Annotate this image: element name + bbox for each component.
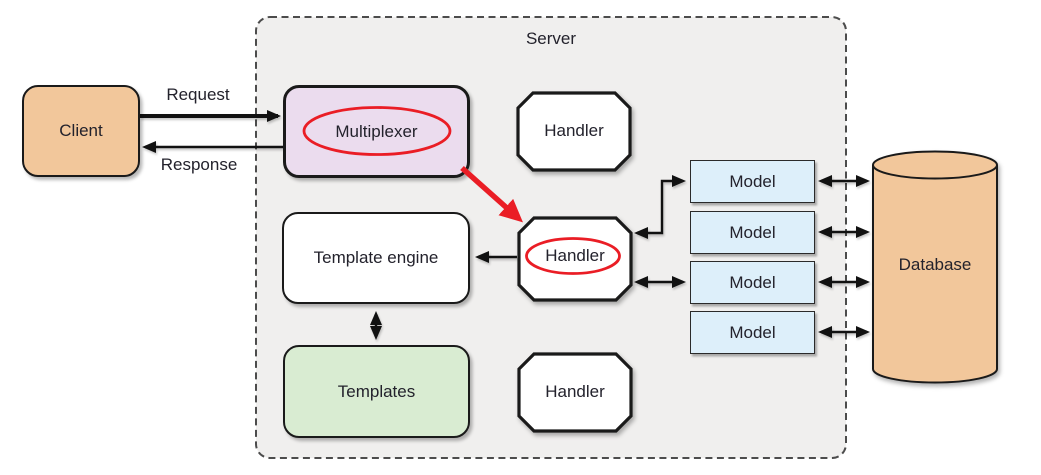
handler-bottom-shape (517, 352, 633, 433)
request-label: Request (166, 85, 230, 104)
handler-top-shape (516, 91, 632, 172)
client-node: Client (22, 85, 140, 177)
server-label: Server (525, 29, 577, 48)
multiplexer-node: Multiplexer (283, 85, 470, 178)
handler-bottom-label: Handler (545, 382, 605, 401)
model-node-3: Model (690, 261, 815, 304)
model-node-1: Model (690, 160, 815, 203)
database-cylinder-body (872, 165, 998, 384)
connector-arrows (140, 110, 870, 340)
database-label: Database (898, 255, 972, 274)
database-cylinder (872, 150, 998, 384)
response-label: Response (160, 155, 238, 174)
template-engine-node: Template engine (282, 212, 470, 304)
model-node-4: Model (690, 311, 815, 354)
handler-middle-label: Handler (545, 246, 605, 265)
database-cylinder-top (872, 150, 998, 180)
handler-top-label: Handler (544, 121, 604, 140)
templates-node: Templates (283, 345, 470, 438)
handler-model1-elbow-arrow (634, 175, 686, 239)
model-node-2: Model (690, 211, 815, 254)
